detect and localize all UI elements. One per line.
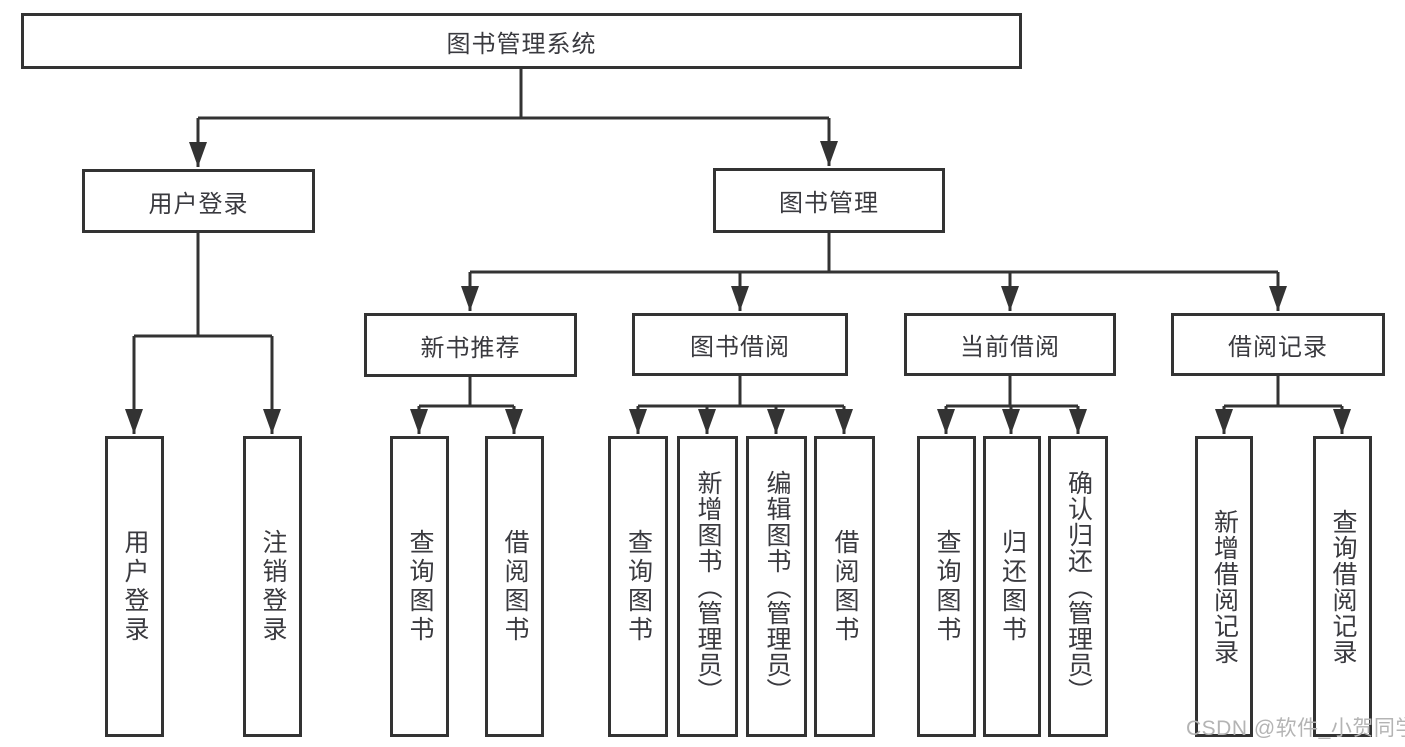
- leaf-logout: 注销登录: [243, 436, 302, 737]
- leaf-label: 确认归还（管理员）: [1064, 469, 1093, 704]
- leaf-label: 用户登录: [121, 528, 149, 645]
- leaf-user-login: 用户登录: [105, 436, 164, 737]
- leaf-label: 借阅图书: [831, 528, 859, 645]
- leaf-query-books: 查询图书: [608, 436, 668, 737]
- leaf-add-borrow-record: 新增借阅记录: [1195, 436, 1253, 737]
- leaf-query-borrow-record: 查询借阅记录: [1313, 436, 1372, 737]
- leaf-label: 查询借阅记录: [1329, 508, 1357, 665]
- node-new-book-recommend: 新书推荐: [364, 313, 577, 377]
- leaf-query-books: 查询图书: [917, 436, 976, 737]
- node-book-management: 图书管理: [713, 168, 945, 233]
- leaf-label: 新增借阅记录: [1210, 508, 1239, 665]
- leaf-label: 注销登录: [259, 528, 287, 645]
- leaf-label: 归还图书: [998, 528, 1027, 645]
- leaf-label: 新增图书（管理员）: [694, 469, 722, 704]
- leaf-borrow-books: 借阅图书: [485, 436, 544, 737]
- leaf-edit-book-admin: 编辑图书（管理员）: [746, 436, 807, 737]
- leaf-query-books: 查询图书: [390, 436, 449, 737]
- node-user-login: 用户登录: [82, 169, 315, 233]
- leaf-label: 查询图书: [406, 528, 434, 645]
- node-root-system: 图书管理系统: [21, 13, 1022, 69]
- leaf-label: 编辑图书（管理员）: [763, 469, 791, 704]
- leaf-add-book-admin: 新增图书（管理员）: [677, 436, 738, 737]
- leaf-return-book: 归还图书: [983, 436, 1041, 737]
- leaf-confirm-return-admin: 确认归还（管理员）: [1048, 436, 1108, 737]
- leaf-label: 查询图书: [933, 528, 961, 645]
- leaf-borrow-books: 借阅图书: [814, 436, 875, 737]
- csdn-watermark: CSDN @软件_小贺同学: [1186, 717, 1405, 740]
- node-current-borrowing: 当前借阅: [904, 313, 1116, 376]
- leaf-label: 查询图书: [624, 528, 653, 645]
- node-borrow-records: 借阅记录: [1171, 313, 1385, 376]
- node-book-borrowing: 图书借阅: [632, 313, 848, 376]
- leaf-label: 借阅图书: [501, 528, 529, 645]
